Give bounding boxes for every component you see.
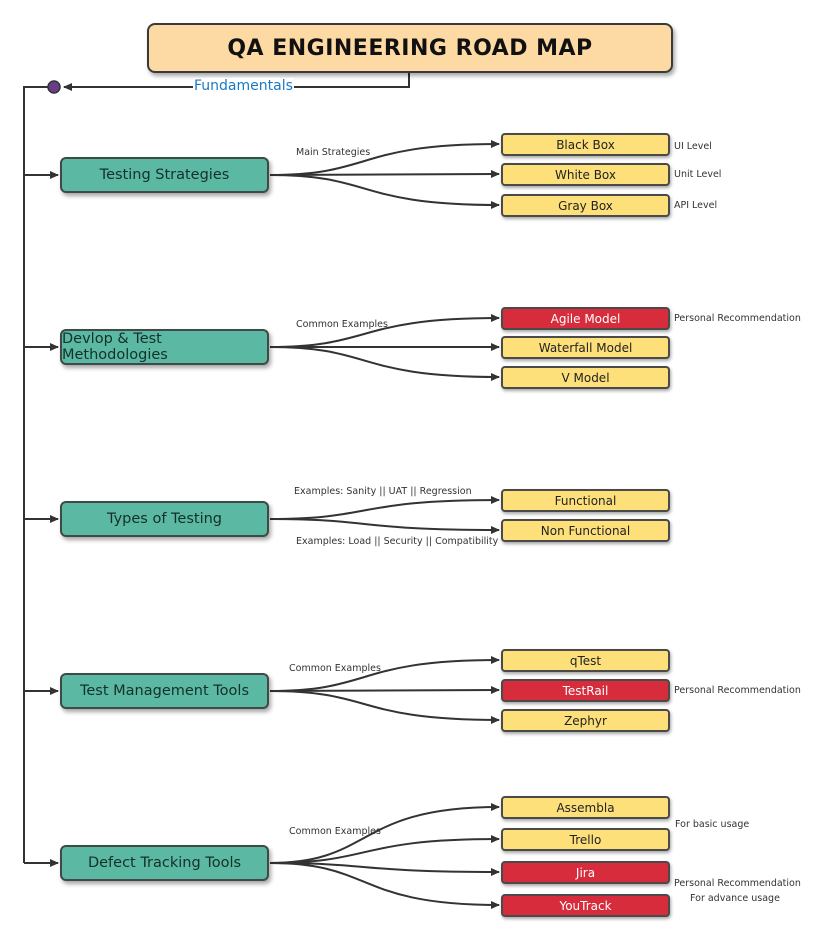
note-personal-recommendation-defect: Personal Recommendation	[674, 878, 801, 889]
category-types-of-testing: Types of Testing	[60, 501, 269, 537]
leaf-qtest: qTest	[501, 649, 670, 672]
leaf-white-box: White Box	[501, 163, 670, 186]
leaf-trello: Trello	[501, 828, 670, 851]
connector-4-3	[269, 862, 500, 909]
connector-0-1	[269, 170, 500, 179]
fundamentals-root-dot	[47, 80, 61, 94]
category-methodologies: Devlop & Test Methodologies	[60, 329, 269, 365]
category-testing-strategies: Testing Strategies	[60, 157, 269, 193]
edge-label-management-tools: Common Examples	[289, 663, 381, 674]
page-title: QA ENGINEERING ROAD MAP	[147, 23, 673, 73]
edge-label-methodologies: Common Examples	[296, 319, 388, 330]
connector-1-2	[269, 346, 500, 381]
connector-0-2	[269, 174, 500, 209]
leaf-black-box: Black Box	[501, 133, 670, 156]
connector-2-0	[269, 496, 500, 520]
connector-title-fundamentals	[63, 70, 410, 91]
connector-4-1	[269, 835, 500, 864]
leaf-testrail: TestRail	[501, 679, 670, 702]
leaf-assembla: Assembla	[501, 796, 670, 819]
note-personal-recommendation-testrail: Personal Recommendation	[674, 685, 801, 696]
connector-0-0	[269, 140, 500, 176]
connector-2-1	[269, 518, 500, 534]
note-api-level: API Level	[674, 200, 718, 211]
leaf-gray-box: Gray Box	[501, 194, 670, 217]
connector-1-0	[269, 314, 500, 348]
category-defect-tracking-tools: Defect Tracking Tools	[60, 845, 269, 881]
note-ui-level: UI Level	[674, 141, 712, 152]
leaf-v-model: V Model	[501, 366, 670, 389]
connector-3-2	[269, 690, 500, 724]
edge-label-main-strategies: Main Strategies	[296, 147, 371, 158]
leaf-youtrack: YouTrack	[501, 894, 670, 917]
connector-3-1	[269, 686, 500, 695]
leaf-waterfall-model: Waterfall Model	[501, 336, 670, 359]
edge-label-functional-examples: Examples: Sanity || UAT || Regression	[294, 486, 472, 497]
note-for-advance-usage: For advance usage	[690, 893, 780, 904]
note-unit-level: Unit Level	[674, 169, 722, 180]
leaf-functional: Functional	[501, 489, 670, 512]
leaf-agile-model: Agile Model	[501, 307, 670, 330]
edge-label-defect-tools: Common Examples	[289, 826, 381, 837]
connector-3-0	[269, 656, 500, 692]
note-for-basic-usage: For basic usage	[675, 819, 750, 830]
leaf-jira: Jira	[501, 861, 670, 884]
category-test-management-tools: Test Management Tools	[60, 673, 269, 709]
leaf-zephyr: Zephyr	[501, 709, 670, 732]
connector-spine	[23, 86, 48, 863]
fundamentals-label: Fundamentals	[193, 78, 294, 94]
connector-4-2	[269, 862, 500, 876]
note-personal-recommendation-agile: Personal Recommendation	[674, 313, 801, 324]
leaf-non-functional: Non Functional	[501, 519, 670, 542]
edge-label-nonfunctional-examples: Examples: Load || Security || Compatibil…	[296, 536, 499, 547]
connector-4-0	[269, 803, 500, 864]
